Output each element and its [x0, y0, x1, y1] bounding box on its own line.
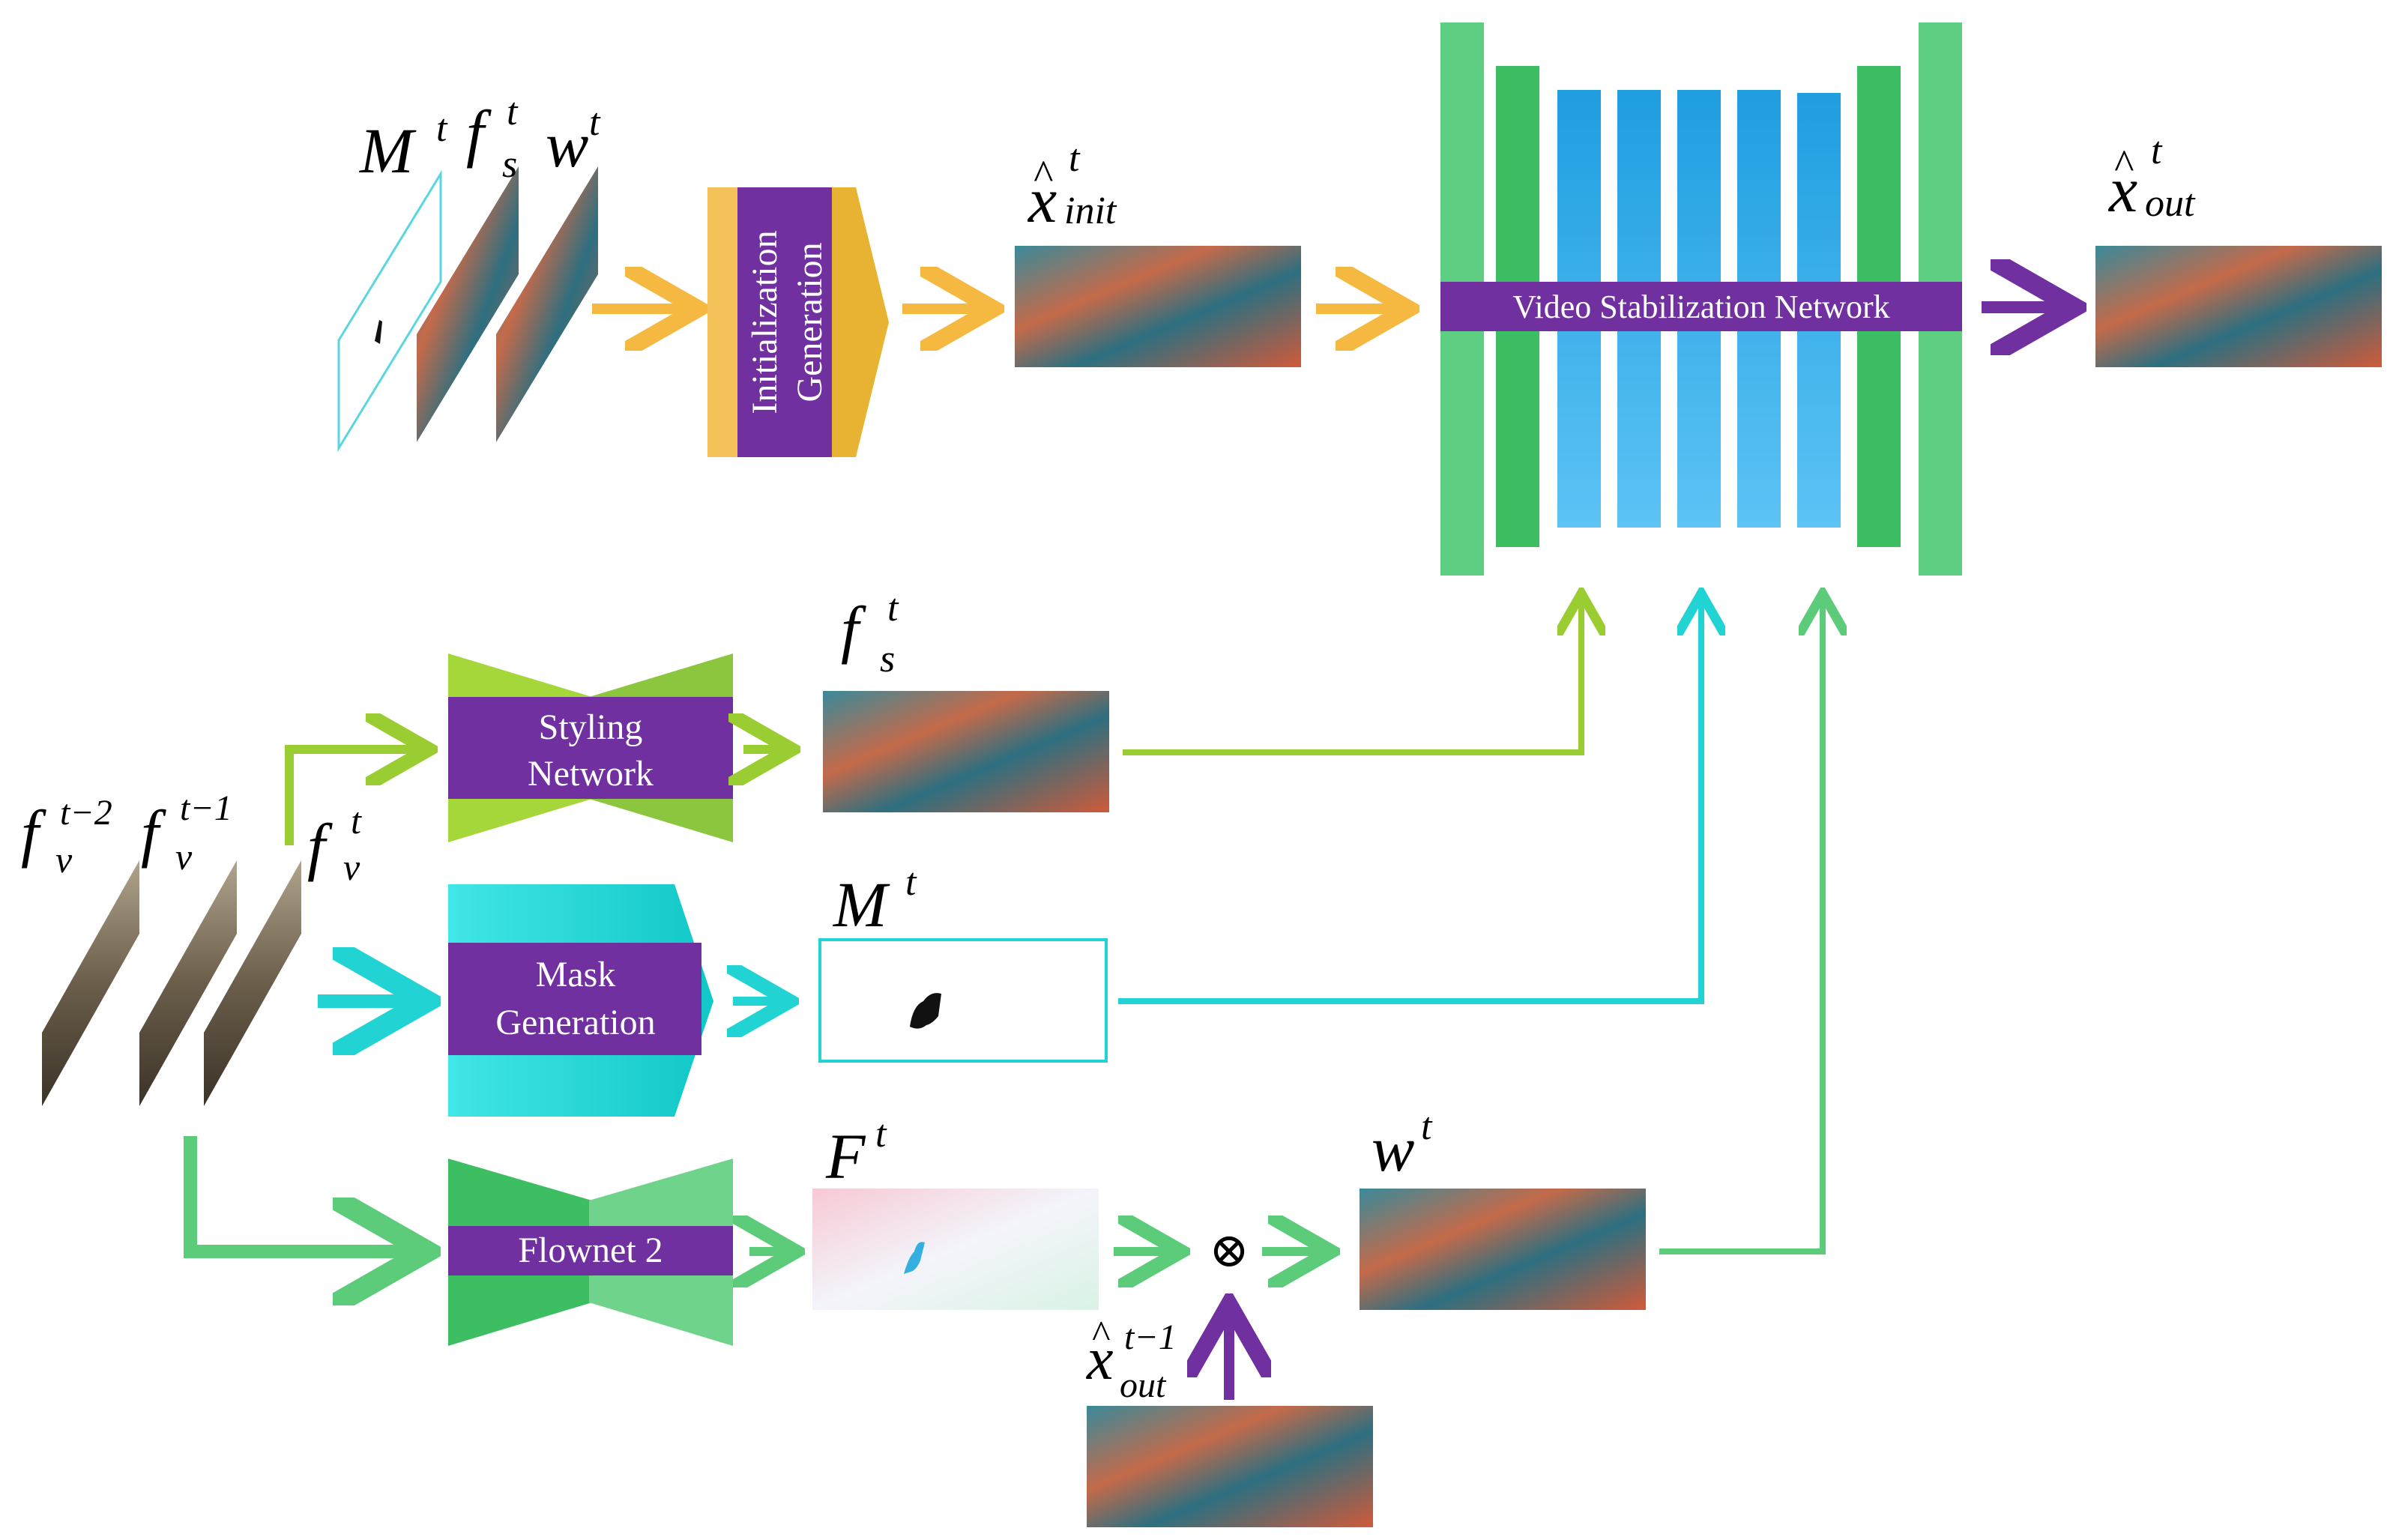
flownet-block: Flownet 2: [448, 1159, 733, 1346]
label-fst-top: f t s: [466, 91, 519, 186]
svg-text:s: s: [502, 143, 517, 186]
vsn-label-band: [1440, 282, 1962, 331]
label-fv-tm2: f t−2 v: [21, 793, 112, 881]
svg-text:v: v: [175, 836, 193, 878]
mask-frame: [337, 169, 442, 453]
prev-xout-image: [1087, 1406, 1373, 1527]
frame-tm1: [139, 860, 237, 1106]
svg-text:t−1: t−1: [1124, 1317, 1177, 1357]
svg-text:x: x: [1027, 164, 1057, 236]
init-generation-label-2: Generation: [790, 242, 830, 402]
label-Mt-mid: M t: [832, 861, 917, 940]
svg-text:^: ^: [1091, 1314, 1110, 1356]
mask-figure: [375, 320, 382, 344]
svg-text:M: M: [832, 869, 890, 940]
input-stack-top: [337, 166, 598, 453]
svg-text:F: F: [825, 1120, 866, 1192]
w-image: [1360, 1189, 1646, 1310]
svg-text:f: f: [307, 810, 333, 882]
svg-text:out: out: [1120, 1365, 1167, 1405]
styling-network-block: Styling Network: [448, 653, 733, 842]
svg-text:t: t: [1069, 137, 1081, 180]
svg-text:t−1: t−1: [180, 788, 232, 828]
svg-text:s: s: [880, 638, 895, 680]
styling-label-2: Network: [528, 754, 654, 794]
svg-text:t: t: [905, 861, 917, 904]
svg-text:init: init: [1064, 190, 1117, 232]
svg-text:f: f: [21, 797, 46, 869]
label-prev-xout: x ^ t−1 out: [1086, 1314, 1177, 1405]
svg-text:v: v: [55, 839, 73, 881]
svg-text:f: f: [841, 593, 866, 665]
svg-text:t: t: [2151, 130, 2163, 172]
svg-text:t−2: t−2: [60, 793, 112, 833]
mask-silhouette: [910, 993, 941, 1029]
svg-text:t: t: [1421, 1105, 1433, 1148]
arrow-fs-to-vsn: [1123, 600, 1581, 755]
label-fs: f t s: [841, 587, 899, 680]
vsn-label: Video Stabilization Network: [1512, 289, 1889, 325]
arrow-frames-to-styling: [285, 749, 420, 845]
svg-text:f: f: [141, 797, 166, 869]
label-Mt: M t: [358, 107, 448, 187]
label-xinit: x ^ t init: [1027, 137, 1117, 236]
svg-text:f: f: [466, 97, 492, 169]
xout-image: [2095, 246, 2382, 367]
flow-image: [812, 1189, 1099, 1310]
svg-text:w: w: [1371, 1113, 1414, 1185]
flow-figure: [904, 1242, 925, 1274]
svg-text:t: t: [589, 101, 601, 144]
svg-text:t: t: [436, 107, 448, 150]
otimes-symbol: ⊗: [1209, 1224, 1249, 1277]
arrow-w-to-vsn: [1659, 600, 1823, 1254]
svg-text:t: t: [507, 91, 519, 133]
mask-label-1: Mask: [536, 955, 616, 994]
svg-text:out: out: [2145, 182, 2196, 225]
svg-text:x: x: [1086, 1326, 1114, 1392]
svg-text:w: w: [546, 109, 588, 181]
init-generation-block: Initialization Generation: [707, 187, 889, 457]
label-Ft: F t: [825, 1113, 887, 1192]
svg-text:t: t: [887, 587, 899, 629]
mask-generation-block: Mask Generation: [448, 884, 713, 1117]
styled-plane: [417, 166, 519, 442]
xinit-image: [1015, 246, 1301, 367]
frame-tm2: [42, 860, 139, 1106]
svg-text:^: ^: [2113, 142, 2134, 188]
label-wt-bottom: w t: [1371, 1105, 1433, 1185]
arrow-frames-to-flownet: [184, 1136, 414, 1251]
arrow-M-to-vsn: [1118, 600, 1701, 1004]
frame-t: [204, 860, 301, 1106]
mask-label-2: Generation: [495, 1003, 655, 1042]
init-generation-label-1: Initialization: [745, 230, 785, 414]
label-xout: x ^ t out: [2107, 130, 2196, 226]
warped-plane: [496, 166, 598, 442]
input-video-frames: [42, 860, 301, 1106]
flownet-label: Flownet 2: [518, 1231, 663, 1270]
svg-text:^: ^: [1033, 152, 1053, 199]
svg-text:M: M: [358, 115, 417, 187]
fs-image: [823, 691, 1109, 812]
video-stabilization-network: Video Stabilization Network: [1440, 22, 1962, 576]
mask-image: [818, 938, 1108, 1063]
svg-text:t: t: [875, 1113, 887, 1156]
svg-text:v: v: [343, 846, 360, 888]
label-fv-tm1: f t−1 v: [141, 788, 232, 878]
label-fv-t: f t v: [307, 800, 362, 888]
svg-text:t: t: [351, 800, 362, 842]
svg-text:x: x: [2107, 154, 2137, 226]
styling-label-1: Styling: [539, 707, 643, 747]
label-wt-top: w t: [546, 101, 601, 181]
